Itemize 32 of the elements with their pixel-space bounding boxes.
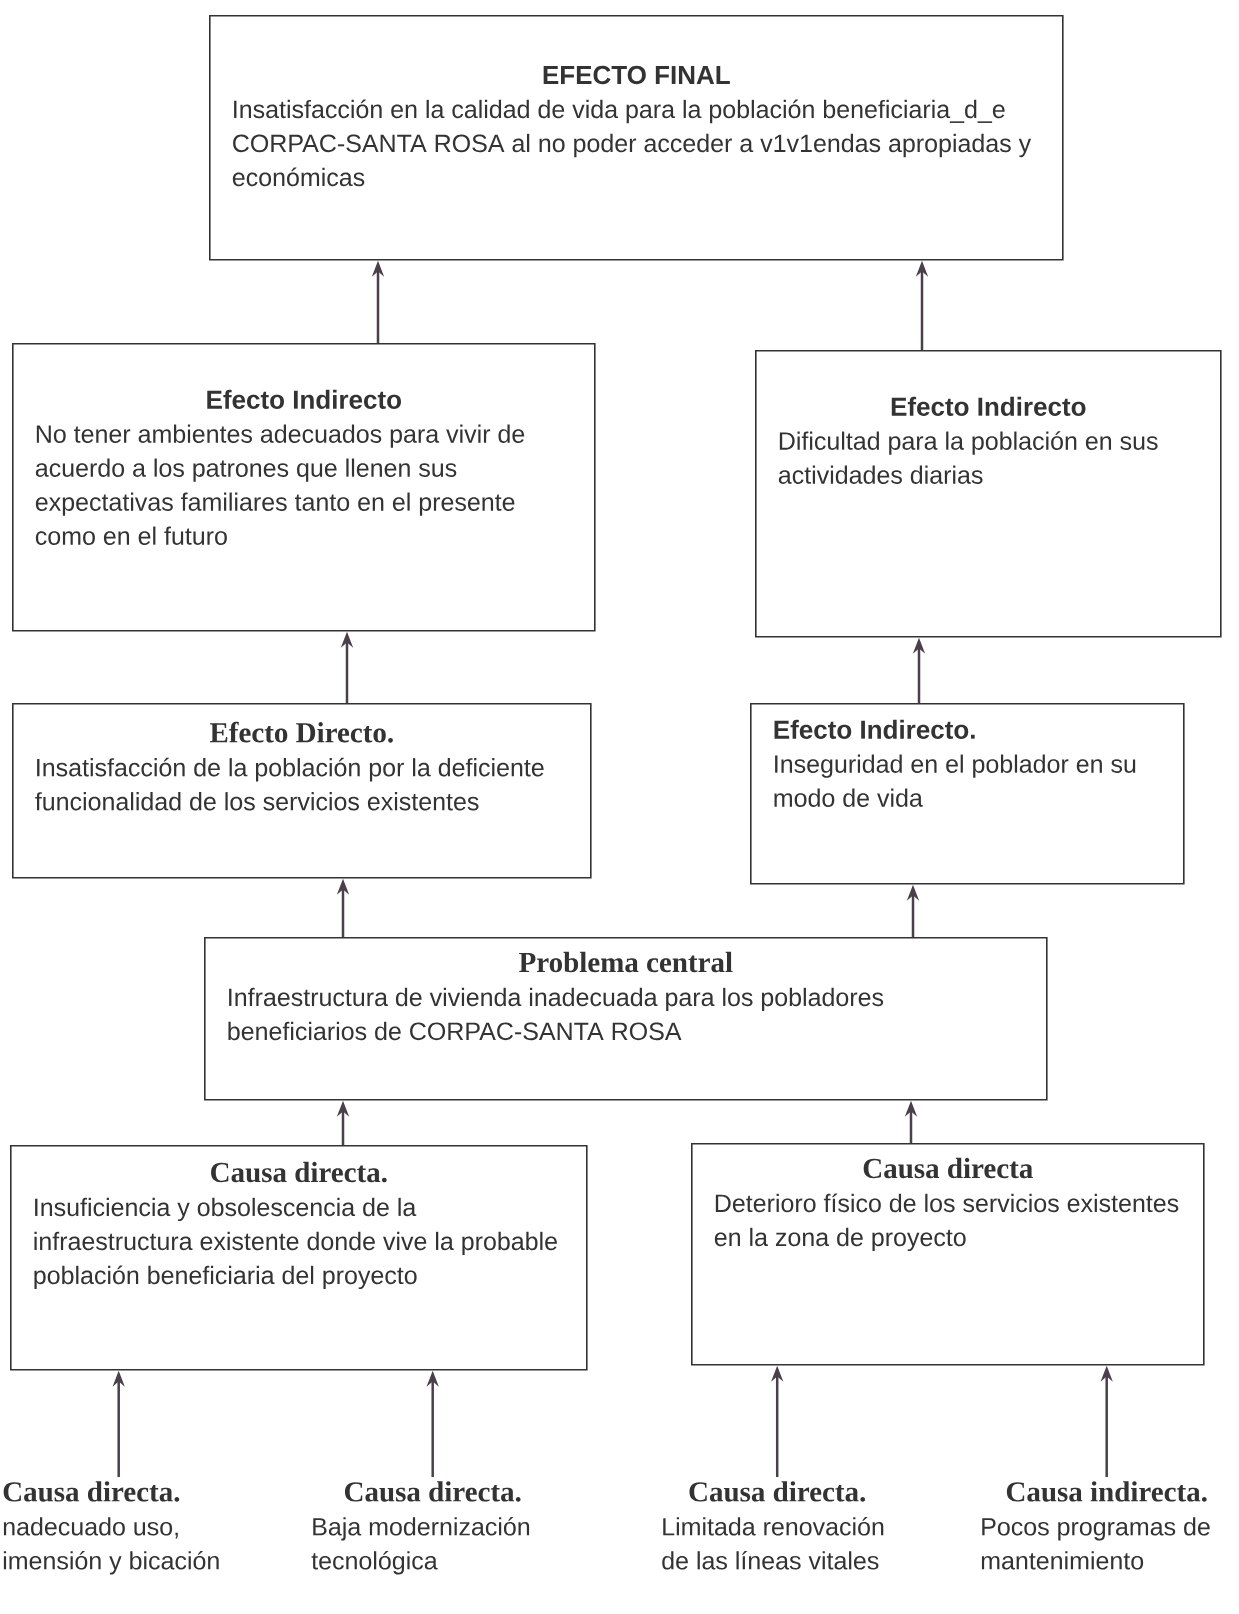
cause-effect-box bbox=[750, 703, 1185, 885]
heading: Causa directa. bbox=[344, 1481, 521, 1502]
cause-effect-box bbox=[209, 15, 1064, 261]
heading: EFECTO FINAL bbox=[543, 65, 730, 85]
cause-effect-box bbox=[691, 1143, 1205, 1366]
body-text: Baja modernización tecnológica bbox=[311, 1516, 530, 1575]
body-text: Insuficiencia y obsolescencia de la infraestructura existente donde vive la probable población beneficiaria del proyecto bbox=[34, 1197, 557, 1290]
body-text: Pocos programas de mantenimiento bbox=[981, 1517, 1210, 1570]
body-text: Insatisfacción en la calidad de vida para la población beneficiaria_d_e CORPAC-SANTA ROSA al no poder acceder a v1v1endas apropiadas y económicas bbox=[232, 99, 1032, 187]
cause-effect-box bbox=[755, 350, 1222, 638]
cause-effect-box bbox=[12, 703, 592, 879]
body-text: No tener ambientes adecuados para vivir de acuerdo a los patrones que llenen sus expectativas familiares tanto en el presente como en el futuro bbox=[35, 424, 525, 545]
heading: Efecto Indirecto bbox=[891, 396, 1086, 416]
body-text: Deterioro físico de los servicios existentes en la zona de proyecto bbox=[714, 1193, 1179, 1252]
heading: Causa directa bbox=[863, 1157, 1033, 1179]
heading: Problema central bbox=[519, 951, 733, 973]
heading: Efecto Indirecto bbox=[207, 389, 401, 409]
heading: Efecto Directo. bbox=[210, 721, 393, 743]
cause-effect-box bbox=[12, 343, 596, 632]
body-text: Insatisfacción de la población por la deficiente funcionalidad de los servicios existentes bbox=[35, 757, 544, 811]
heading: Efecto Indirecto. bbox=[774, 719, 975, 739]
body-text: nadecuado uso, imensión y bicación bbox=[3, 1517, 219, 1575]
heading: Causa directa. bbox=[689, 1481, 866, 1502]
body-text: Infraestructura de vivienda inadecuada para los pobladores beneficiarios de CORPAC-SANTA ROSA bbox=[228, 987, 884, 1041]
cause-effect-box bbox=[204, 937, 1048, 1101]
body-text: Inseguridad en el poblador en su modo de vida bbox=[774, 754, 1136, 807]
heading: Causa directa. bbox=[3, 1481, 180, 1502]
body-text: Limitada renovación de las líneas vitales bbox=[662, 1516, 884, 1570]
cause-effect-box bbox=[10, 1145, 588, 1371]
heading: Causa indirecta. bbox=[1006, 1481, 1207, 1502]
heading: Causa directa. bbox=[211, 1161, 387, 1183]
body-text: Dificultad para la población en sus actividades diarias bbox=[778, 431, 1158, 484]
